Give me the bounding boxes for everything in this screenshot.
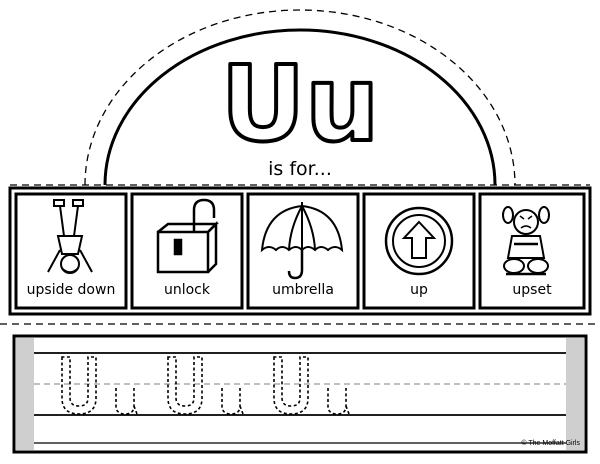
unlocked-padlock-icon	[156, 198, 220, 274]
tracing-letter	[273, 356, 309, 415]
up-arrow-circle-icon	[384, 206, 454, 276]
card-label-unlock: unlock	[163, 282, 210, 298]
tracing-letter	[221, 388, 244, 415]
card-label-upset: upset	[512, 282, 552, 298]
tracing-letters	[61, 356, 350, 415]
tracing-margin-left	[16, 338, 34, 450]
solid-arch	[103, 28, 497, 186]
umbrella-icon	[260, 202, 344, 280]
upset-girl-icon	[502, 206, 550, 276]
card-label-up: up	[410, 282, 428, 298]
tracing-margin-right	[566, 338, 584, 450]
tracing-letter	[61, 356, 97, 415]
card-box	[130, 192, 244, 310]
upside-down-child-icon	[47, 199, 93, 274]
picture-cards	[14, 192, 586, 310]
letter-title-outline: Uu	[221, 43, 380, 165]
card-label-upside-down: upside down	[26, 282, 116, 298]
dashed-cut-arch	[84, 9, 516, 186]
card-label-umbrella: umbrella	[272, 282, 334, 298]
copyright-credit: © The Moffatt Girls	[521, 440, 580, 447]
tracing-letter	[115, 388, 138, 415]
tracing-letter	[167, 356, 203, 415]
tracing-letter	[327, 388, 350, 415]
tracing-box	[12, 334, 588, 454]
subtitle-is-for: is for...	[268, 158, 332, 180]
picture-strip-frame	[8, 186, 592, 316]
